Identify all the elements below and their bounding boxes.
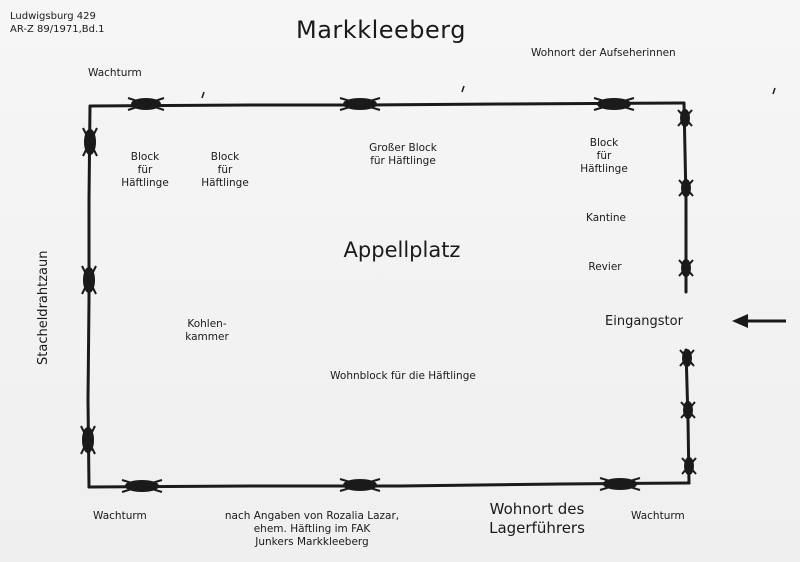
large-block-line1: Großer Block: [369, 142, 437, 154]
label-block-right: Block für Häftlinge: [580, 137, 628, 176]
barb-knot: [80, 425, 96, 455]
label-guard-tower-top-left: Wachturm: [88, 67, 142, 79]
label-living-block: Wohnblock für die Häftlinge: [330, 370, 476, 382]
source-note-line3: Junkers Markkleeberg: [255, 536, 369, 549]
coal-chamber-line1: Kohlen-: [187, 318, 227, 330]
barb-knot: [680, 401, 696, 419]
fence-bottom: [87, 481, 691, 489]
camp-leader-line1: Wohnort des: [489, 500, 585, 518]
block-1-line2: für: [137, 164, 153, 177]
camp-leader-line2: Lagerführers: [489, 518, 585, 537]
label-infirmary: Revier: [588, 261, 622, 273]
block-right-line3: Häftlinge: [580, 163, 628, 176]
label-block-2: Block für Häftlinge: [201, 151, 249, 190]
label-camp-leader-quarters: Wohnort des Lagerführers: [489, 500, 585, 538]
barb-knot: [678, 259, 694, 277]
label-canteen: Kantine: [586, 212, 626, 224]
archive-ref-line2: AR-Z 89/1971,Bd.1: [10, 23, 105, 35]
barb-knot: [681, 457, 697, 475]
label-entrance-gate: Eingangstor: [605, 314, 683, 329]
source-note: nach Angaben von Rozalia Lazar, ehem. Hä…: [225, 510, 399, 549]
tick-mark: [772, 87, 776, 95]
block-1-line3: Häftlinge: [121, 177, 169, 190]
archive-ref-line1: Ludwigsburg 429: [10, 11, 96, 22]
block-2-line1: Block: [210, 151, 240, 163]
label-coal-chamber: Kohlen- kammer: [185, 318, 229, 344]
map-title: Markkleeberg: [296, 16, 466, 44]
label-barbed-wire-fence: Stacheldrahtzaun: [36, 250, 51, 365]
barb-knot: [593, 97, 635, 111]
label-overseers-quarters: Wohnort der Aufseherinnen: [531, 47, 676, 59]
tick-mark: [201, 91, 205, 99]
block-2-line3: Häftlinge: [201, 177, 249, 190]
large-block-line2: für Häftlinge: [370, 155, 436, 168]
block-right-line1: Block: [589, 137, 619, 149]
barb-knot: [677, 109, 693, 127]
label-roll-call-square: Appellplatz: [343, 238, 461, 262]
barb-knot: [679, 349, 695, 367]
label-guard-tower-bottom-right: Wachturm: [631, 510, 685, 522]
barb-knot: [82, 127, 98, 157]
source-note-line2: ehem. Häftling im FAK: [253, 523, 371, 536]
archive-reference: Ludwigsburg 429 AR-Z 89/1971,Bd.1: [10, 11, 105, 36]
barb-knot: [339, 97, 381, 111]
label-block-1: Block für Häftlinge: [121, 151, 169, 190]
tick-mark: [461, 85, 465, 93]
barb-knot: [339, 478, 381, 492]
barb-knot: [81, 265, 97, 295]
barb-knot: [599, 477, 641, 491]
label-large-block: Großer Block für Häftlinge: [369, 142, 437, 168]
entrance-arrow: [732, 314, 786, 328]
fence-top: [88, 101, 686, 108]
barb-knot: [121, 479, 163, 493]
label-guard-tower-bottom-left: Wachturm: [93, 510, 147, 522]
barb-knot: [678, 179, 694, 197]
source-note-line1: nach Angaben von Rozalia Lazar,: [224, 510, 400, 522]
block-right-line2: für: [596, 150, 612, 163]
coal-chamber-line2: kammer: [185, 331, 229, 344]
block-1-line1: Block: [130, 151, 160, 163]
block-2-line2: für: [217, 164, 233, 177]
barb-knot: [127, 97, 165, 111]
